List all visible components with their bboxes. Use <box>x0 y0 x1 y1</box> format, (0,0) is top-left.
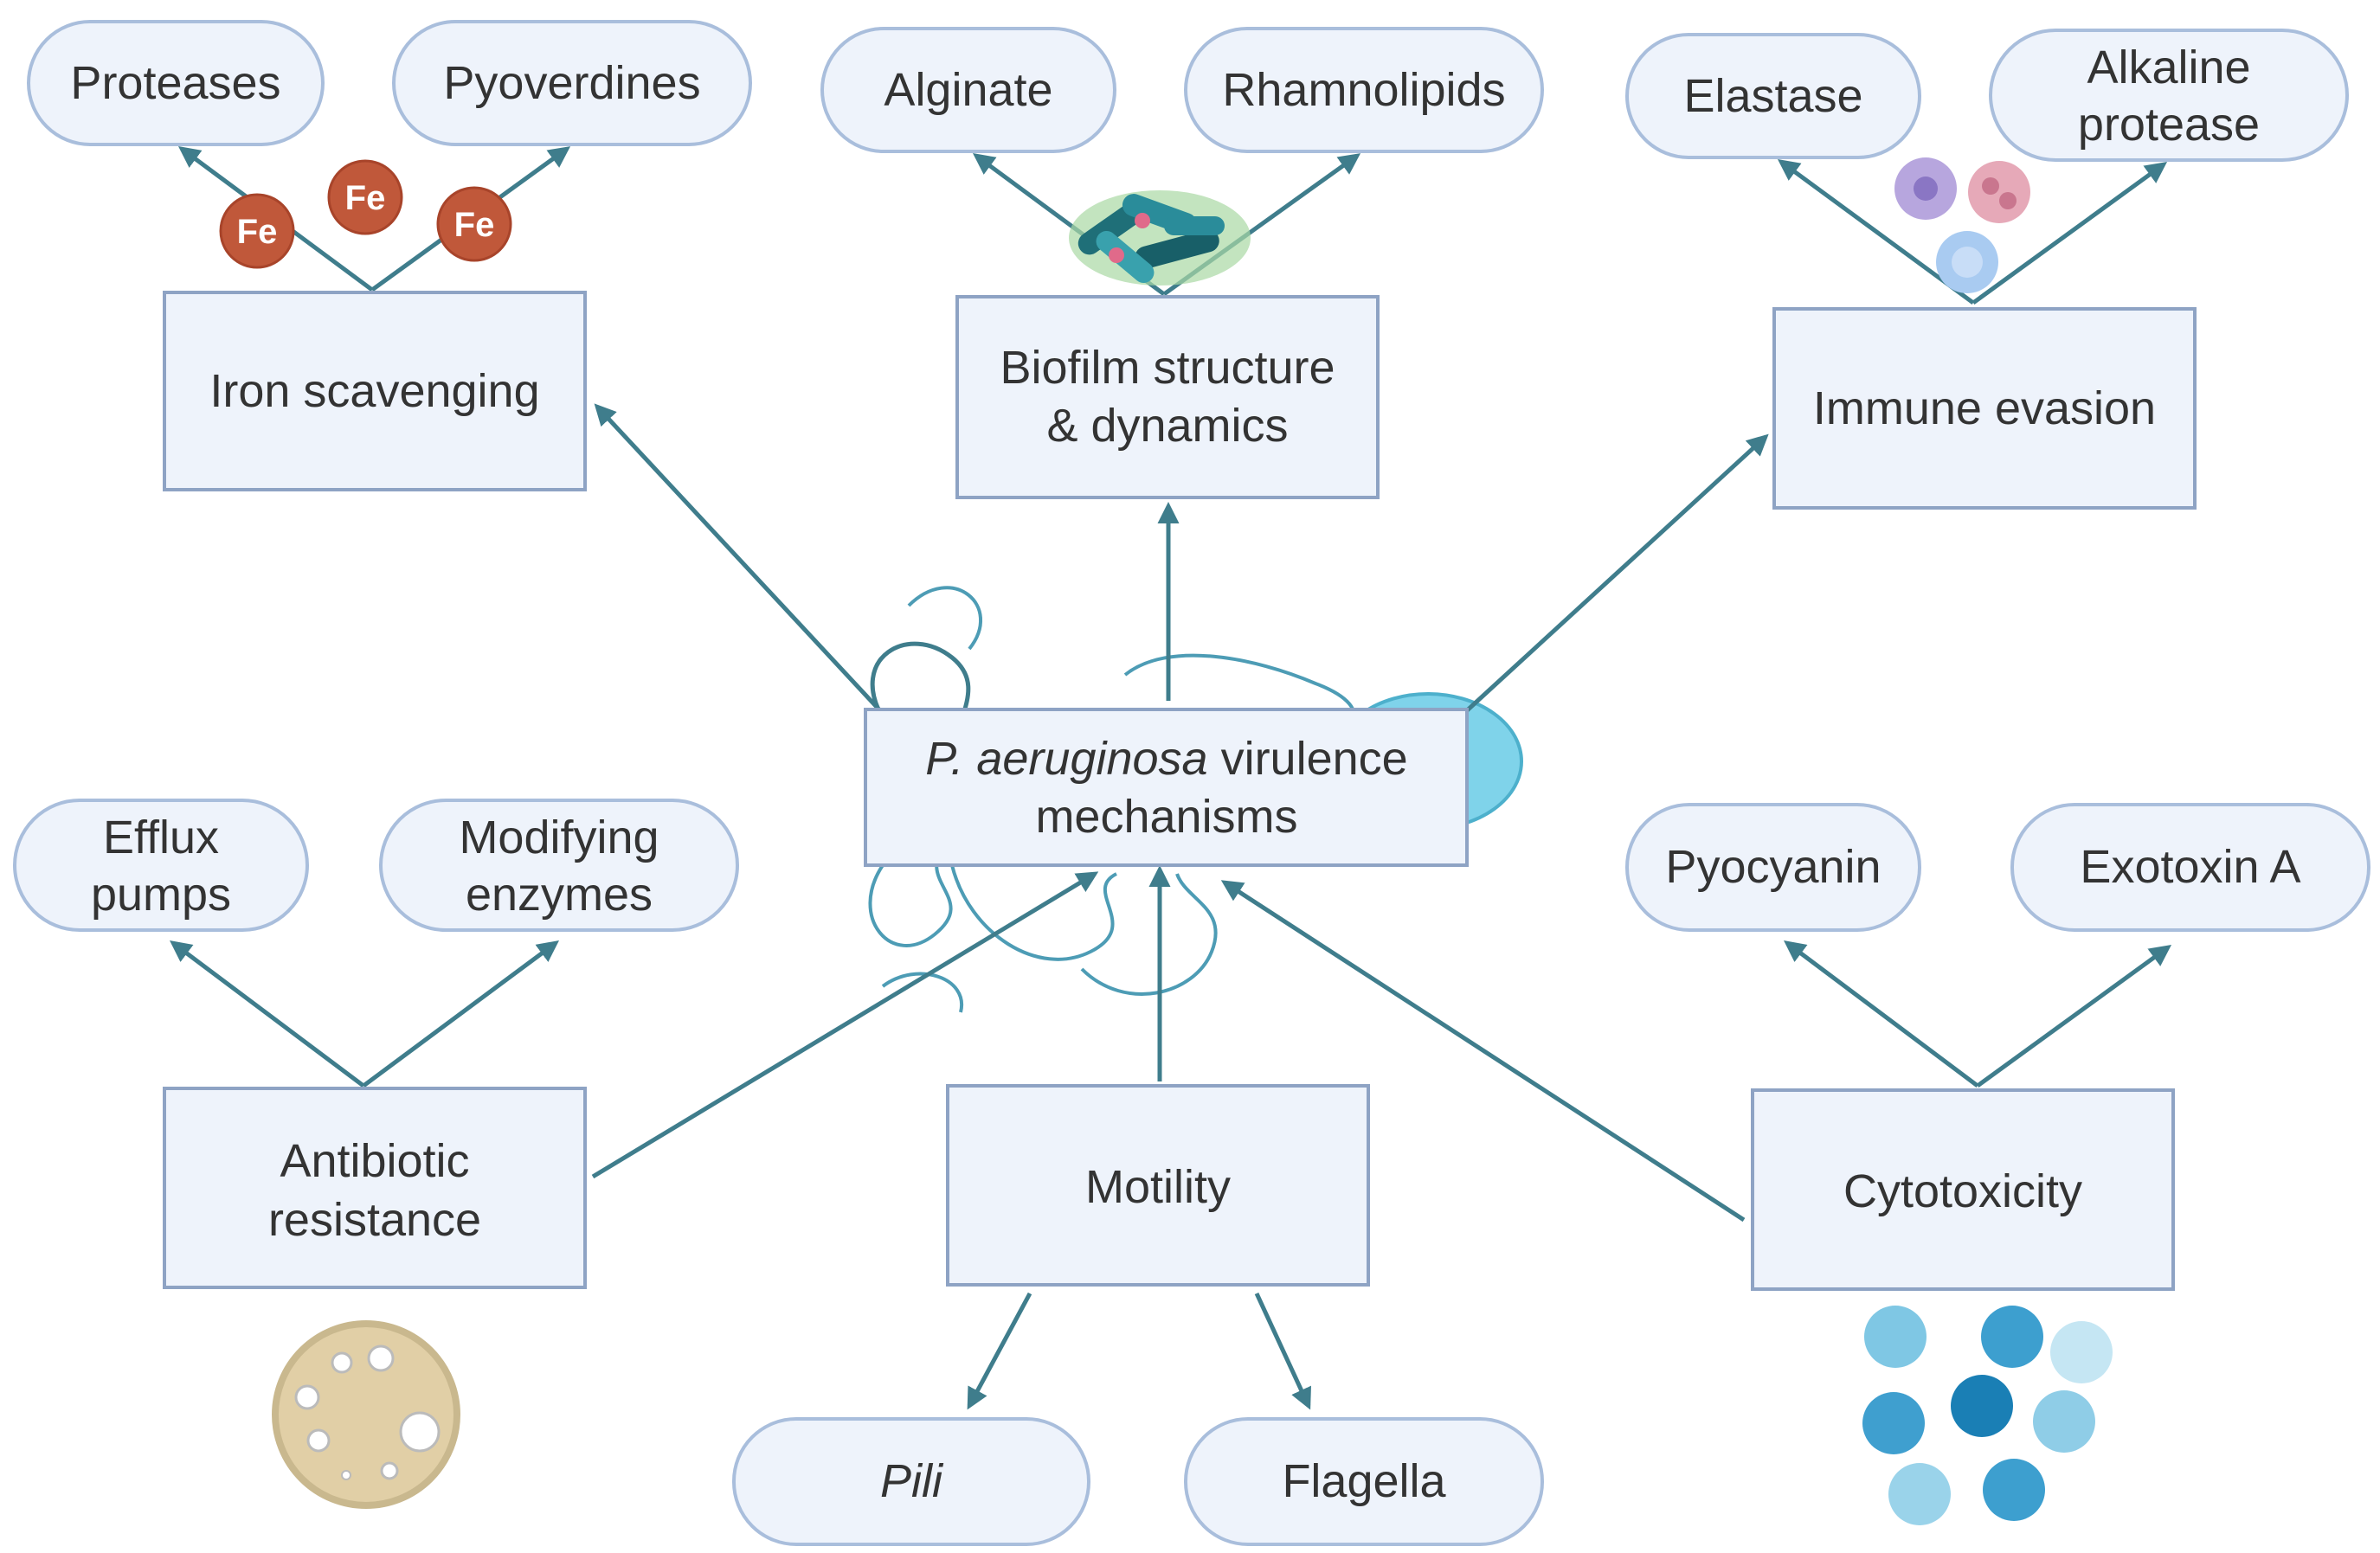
leaf-exotoxin-a: Exotoxin A <box>2010 803 2370 932</box>
immune-cell-icon <box>1936 231 1998 293</box>
arrow-immune-alkaline <box>1972 162 2168 305</box>
svg-text:Exotoxin A: Exotoxin A <box>2080 841 2300 893</box>
svg-text:Flagella: Flagella <box>1282 1455 1446 1507</box>
leaf-alginate: Alginate <box>820 27 1116 153</box>
svg-text:Cytotoxicity: Cytotoxicity <box>1843 1165 2082 1217</box>
category-iron-scavenging: Iron scavenging <box>163 291 587 491</box>
leaf-pili: Pili <box>732 1417 1090 1546</box>
svg-text:enzymes: enzymes <box>466 869 653 921</box>
leaf-pyoverdines: Pyoverdines <box>392 20 752 146</box>
category-antibiotic-resistance: Antibiotic resistance <box>163 1087 587 1289</box>
svg-text:Fe: Fe <box>454 206 495 244</box>
svg-text:resistance: resistance <box>268 1194 481 1246</box>
leaf-modifying-enzymes: Modifying enzymes <box>379 799 739 932</box>
leaf-flagella: Flagella <box>1184 1417 1544 1546</box>
iron-ion-icon: Fe <box>327 159 403 235</box>
arrow-motility-pili <box>967 1292 1032 1410</box>
svg-text:Proteases: Proteases <box>70 57 280 109</box>
arrow-from-cytotoxicity <box>1220 880 1746 1223</box>
svg-text:Antibiotic: Antibiotic <box>280 1135 469 1187</box>
biofilm-icon <box>1069 190 1251 286</box>
leaf-elastase: Elastase <box>1625 33 1921 159</box>
leaf-pyocyanin: Pyocyanin <box>1625 803 1921 932</box>
iron-ion-icon: Fe <box>436 186 512 262</box>
svg-text:Alkaline: Alkaline <box>2087 42 2250 93</box>
arrow-antibiotic-efflux <box>170 940 365 1088</box>
svg-text:Pyoverdines: Pyoverdines <box>443 57 700 109</box>
arrow-to-immune <box>1452 433 1769 724</box>
arrow-from-antibiotic <box>591 871 1099 1179</box>
svg-text:Efflux: Efflux <box>103 812 219 863</box>
center-virulence-mechanisms: P. aeruginosa virulence mechanisms <box>864 708 1469 867</box>
category-cytotoxicity: Cytotoxicity <box>1751 1088 2175 1291</box>
svg-text:Biofilm structure: Biofilm structure <box>1000 342 1335 394</box>
arrow-motility-flagella <box>1254 1292 1311 1410</box>
svg-text:Iron scavenging: Iron scavenging <box>209 365 539 417</box>
category-immune-evasion: Immune evasion <box>1772 307 2197 510</box>
leaf-proteases: Proteases <box>27 20 325 146</box>
svg-text:Rhamnolipids: Rhamnolipids <box>1222 64 1505 116</box>
svg-text:Alginate: Alginate <box>884 64 1052 116</box>
immune-cell-icon <box>1894 157 1957 220</box>
arrow-cyto-exotoxin <box>1976 945 2172 1088</box>
svg-text:Immune evasion: Immune evasion <box>1813 382 2156 434</box>
svg-text:Pili: Pili <box>880 1455 944 1507</box>
svg-text:Motility: Motility <box>1085 1161 1231 1213</box>
iron-ion-icon: Fe <box>219 193 295 269</box>
category-biofilm: Biofilm structure & dynamics <box>955 295 1380 499</box>
center-title-line1: P. aeruginosa virulence <box>925 733 1407 785</box>
svg-text:Elastase: Elastase <box>1683 70 1862 122</box>
toxin-molecules-icon <box>1862 1306 2113 1525</box>
svg-text:Fe: Fe <box>345 179 386 217</box>
svg-text:protease: protease <box>2078 99 2260 151</box>
leaf-rhamnolipids: Rhamnolipids <box>1184 27 1544 153</box>
svg-text:& dynamics: & dynamics <box>1046 400 1288 452</box>
arrow-to-iron <box>594 403 889 720</box>
svg-text:Pyocyanin: Pyocyanin <box>1665 841 1881 893</box>
svg-text:pumps: pumps <box>91 869 231 921</box>
leaf-efflux-pumps: Efflux pumps <box>13 799 309 932</box>
arrow-cyto-pyocyanin <box>1784 940 1979 1088</box>
petri-dish-icon <box>272 1320 460 1509</box>
center-title-line2: mechanisms <box>1035 791 1297 843</box>
svg-text:Modifying: Modifying <box>459 812 659 863</box>
svg-text:Fe: Fe <box>237 213 278 251</box>
arrow-antibiotic-modifying <box>362 940 560 1088</box>
category-motility: Motility <box>946 1084 1370 1287</box>
immune-cell-icon <box>1968 161 2030 223</box>
leaf-alkaline-protease: Alkaline protease <box>1989 29 2349 162</box>
